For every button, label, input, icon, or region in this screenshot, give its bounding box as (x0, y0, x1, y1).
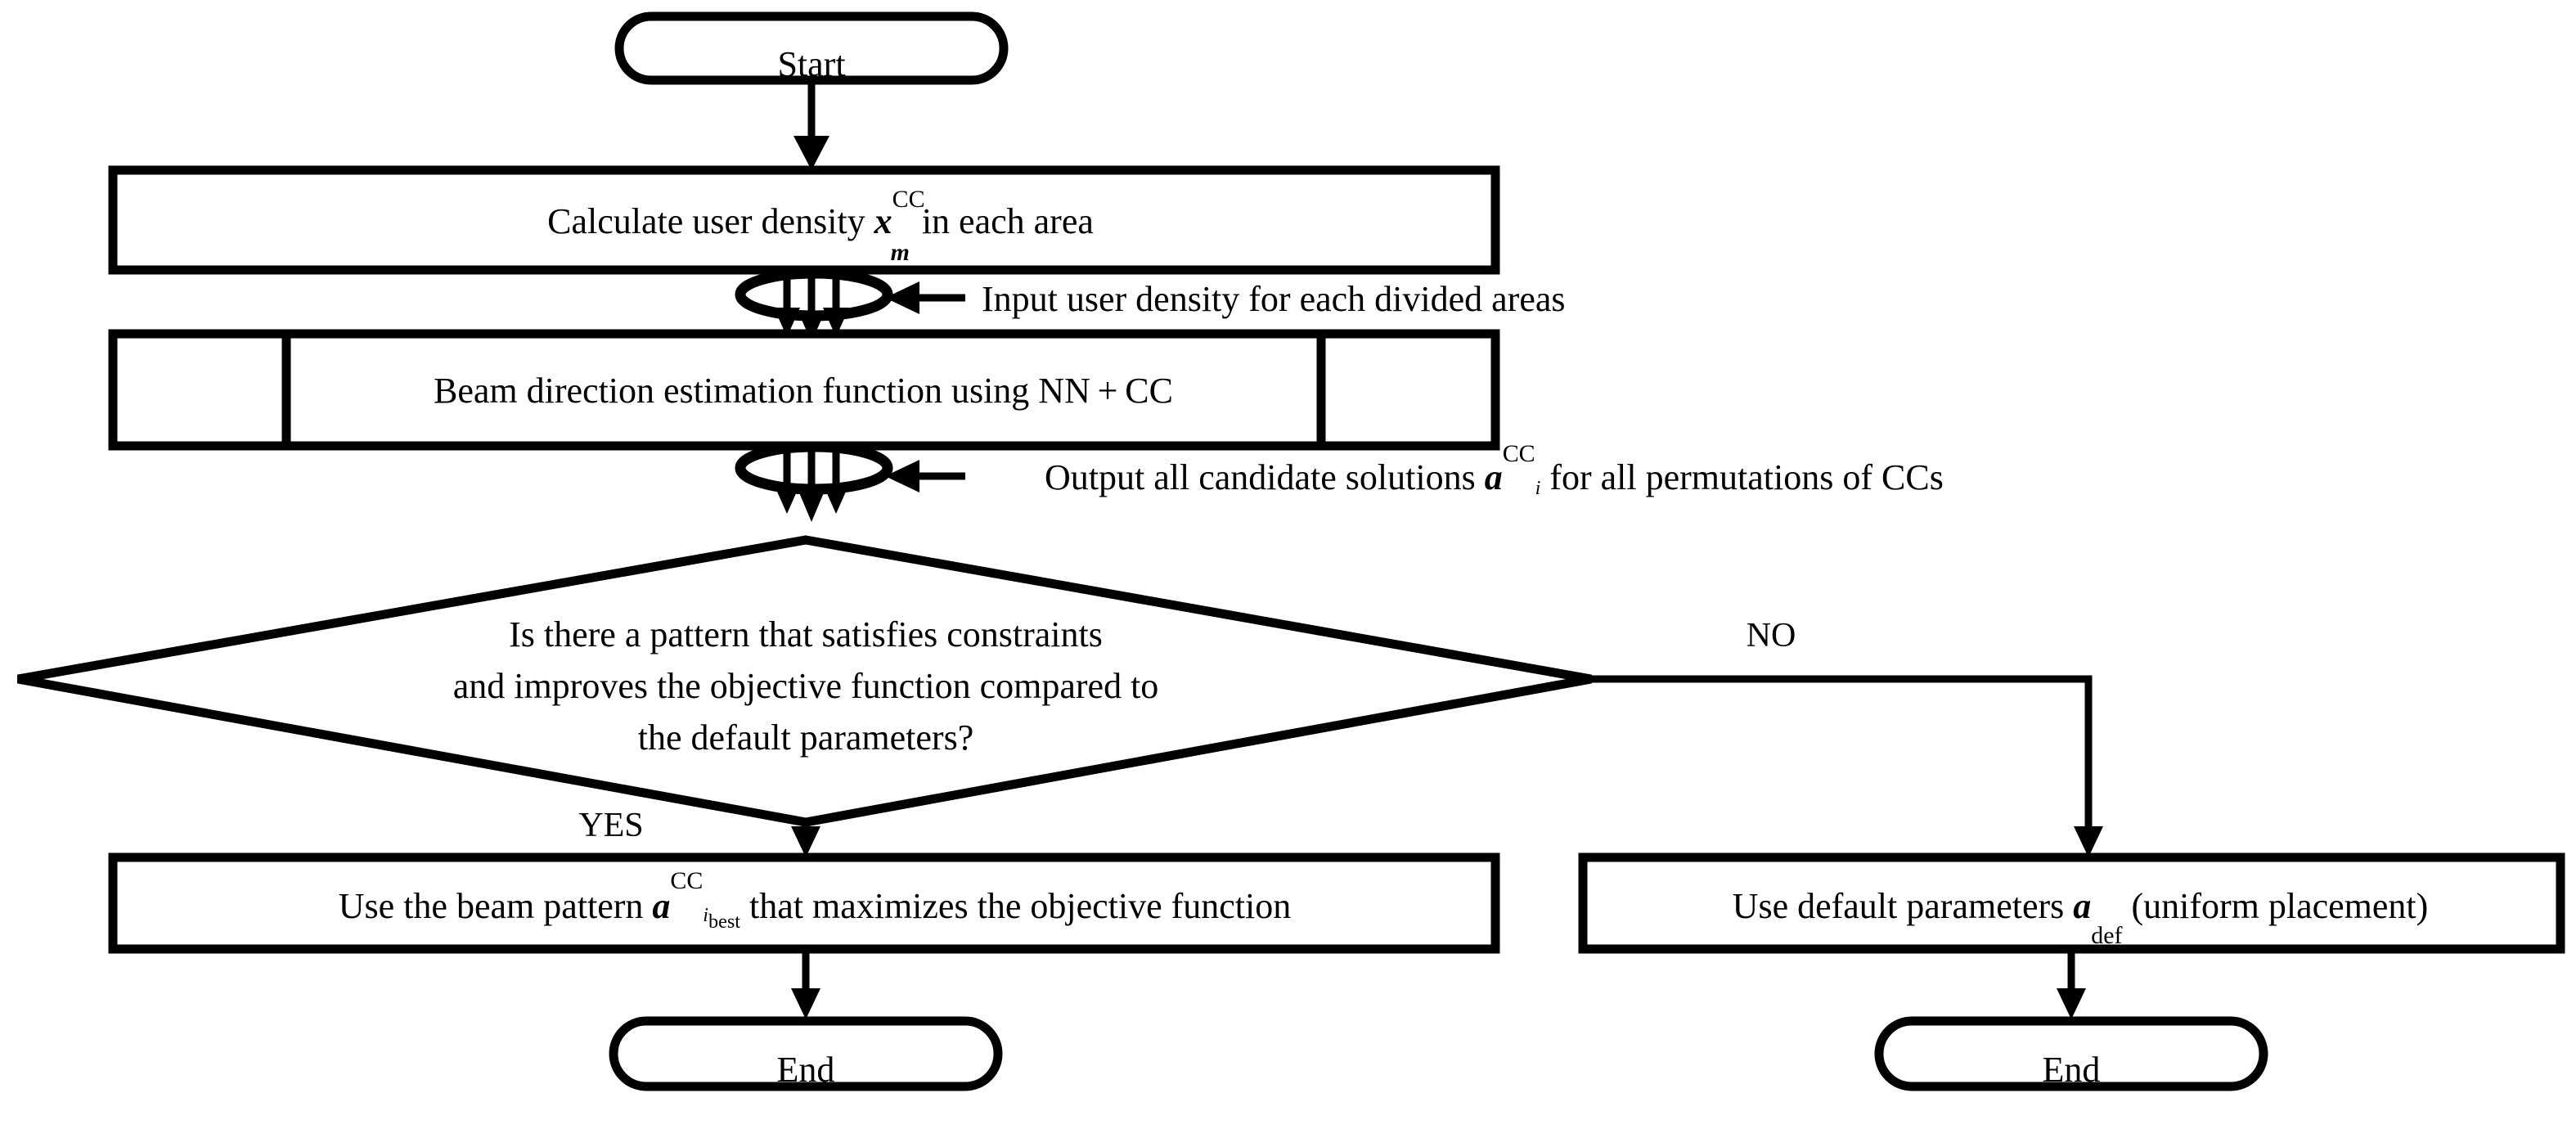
arrow-head-icon (793, 136, 829, 170)
branch-label-yes: YES (578, 807, 643, 844)
start-label: Start (777, 44, 845, 84)
connector-beampattern-to-endleft (791, 949, 820, 1019)
connector-multi-arrow-2 (735, 441, 965, 522)
node-end-right: End (1874, 1016, 2268, 1091)
use-beam-pattern-shape (108, 852, 1500, 954)
calc-symbol-sub: m (891, 239, 910, 266)
node-end-left: End (609, 1016, 1003, 1091)
decision-label-line-2: and improves the objective function comp… (453, 666, 1159, 706)
calculate-density-shape (108, 165, 1500, 275)
end-left-label: End (777, 1050, 835, 1090)
ubp-symbol-base: a (652, 886, 670, 926)
connector-yes-branch: YES (578, 807, 820, 857)
decision-label-line-3: the default parameters? (638, 717, 973, 758)
node-beam-function: Beam direction estimation function using… (108, 329, 1500, 451)
annotation-output-candidates: Output all candidate solutions aCCi for … (982, 440, 1989, 499)
annotation-output-candidates-label: Output all candidate solutions aCCi for … (982, 440, 1989, 499)
ubp-symbol-supsub: i (703, 904, 708, 926)
out-symbol-supsub: i (1535, 477, 1541, 499)
udp-symbol-sub: def (2091, 922, 2122, 949)
udp-text-before: Use default parameters (1733, 886, 2074, 926)
out-symbol-sup: CC (1503, 440, 1535, 467)
arrow-head-icon (2057, 988, 2086, 1019)
arrow-head-icon (2074, 826, 2103, 857)
arrow-head-icon (791, 826, 820, 857)
use-beam-pattern-label: Use the beam pattern aCCibest that maxim… (276, 867, 1336, 933)
calc-text-before: Calculate user density (547, 201, 874, 241)
ubp-symbol-sup: CC (670, 867, 703, 894)
arrow-head-icon (791, 988, 820, 1019)
connector-usedefault-to-endright (2057, 949, 2086, 1019)
calc-text-after: in each area (913, 201, 1094, 241)
calc-symbol-base: x (874, 201, 892, 241)
node-decision: Is there a pattern that satisfies constr… (17, 535, 1592, 827)
node-start: Start (614, 11, 1009, 85)
ubp-symbol-supsub2: best (708, 911, 740, 933)
annotation-input-density-label: Input user density for each divided area… (982, 279, 1566, 319)
arrow-head-icon (798, 491, 825, 522)
annotation-input-density: Input user density for each divided area… (982, 279, 1566, 319)
branch-label-no: NO (1747, 617, 1796, 654)
decision-label-line-1: Is there a pattern that satisfies constr… (509, 614, 1103, 654)
end-right-shape (1874, 1016, 2268, 1091)
use-default-label: Use default parameters adef (uniform pla… (1670, 886, 2474, 949)
beam-function-shape (108, 329, 1500, 451)
out-text-after: for all permutations of CCs (1540, 457, 1944, 497)
udp-text-after: (uniform placement) (2122, 886, 2428, 926)
loop-ellipse-icon (735, 441, 893, 495)
arrow-head-left-icon (885, 460, 919, 493)
connector-start-to-calculate (793, 80, 829, 170)
loop-ellipse-icon (735, 268, 893, 322)
ubp-text-after: that maximizes the objective function (740, 886, 1291, 926)
node-use-beam-pattern: Use the beam pattern aCCibest that maxim… (108, 852, 1500, 954)
connector-multi-arrow-1 (735, 268, 965, 342)
arrow-head-left-icon (885, 281, 919, 314)
out-text-before: Output all candidate solutions (1045, 457, 1485, 497)
end-left-shape (609, 1016, 1003, 1091)
node-calculate-density: Calculate user density xCC m in each area (108, 165, 1500, 275)
ubp-text-before: Use the beam pattern (339, 886, 653, 926)
calc-symbol-sup: CC (892, 186, 925, 213)
udp-symbol-base: a (2073, 886, 2091, 926)
out-symbol-base: a (1485, 457, 1503, 497)
calculate-density-label: Calculate user density xCC m in each area (484, 186, 1139, 266)
beam-function-label: Beam direction estimation function using… (434, 371, 1173, 411)
end-right-label: End (2043, 1050, 2101, 1090)
node-use-default: Use default parameters adef (uniform pla… (1578, 852, 2565, 954)
connector-no-branch: NO (1591, 617, 2103, 857)
use-default-shape (1578, 852, 2565, 954)
